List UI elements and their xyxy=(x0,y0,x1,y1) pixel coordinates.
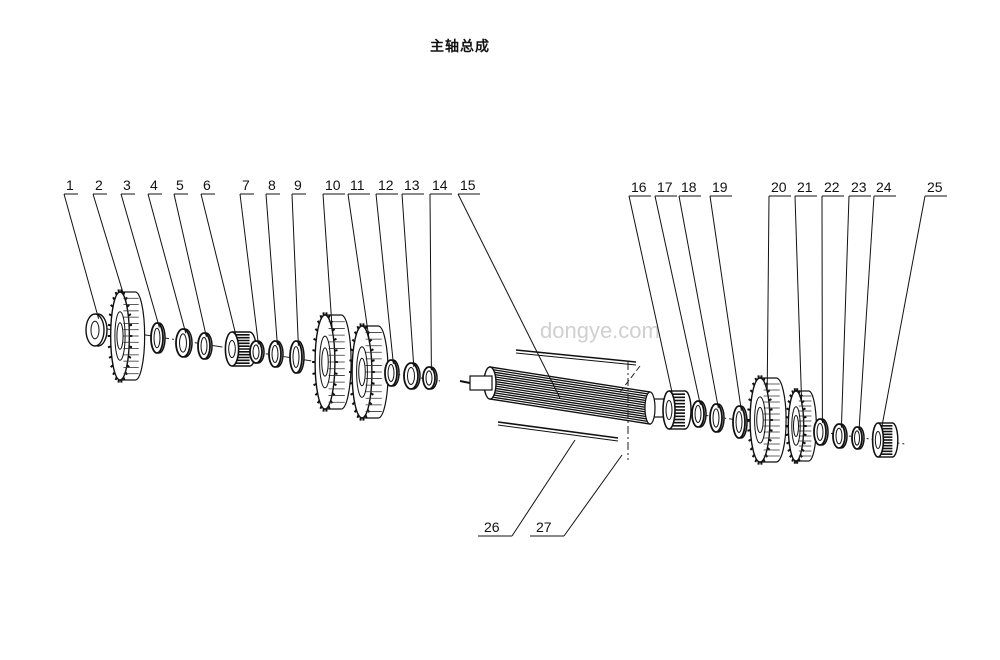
callout-label-24: 24 xyxy=(876,179,892,195)
callout-label-6: 6 xyxy=(203,177,211,193)
callout-label-10: 10 xyxy=(325,177,341,193)
part-25-bearing xyxy=(871,422,899,458)
callout-24: 24 xyxy=(858,179,896,431)
callout-label-20: 20 xyxy=(771,179,787,195)
callout-13: 13 xyxy=(401,177,424,367)
callout-label-14: 14 xyxy=(432,177,448,193)
callout-label-4: 4 xyxy=(150,177,158,193)
part-1-washer xyxy=(85,313,108,347)
callout-label-13: 13 xyxy=(404,177,420,193)
callout-label-18: 18 xyxy=(681,179,697,195)
callout-label-15: 15 xyxy=(460,177,476,193)
part-26-key xyxy=(515,349,637,366)
part-3-ring xyxy=(150,322,166,354)
callout-12: 12 xyxy=(375,177,398,364)
part-16-bearing xyxy=(662,390,692,430)
part-8-ring xyxy=(268,340,284,368)
callout-25: 25 xyxy=(881,179,947,429)
callout-6: 6 xyxy=(200,177,237,338)
callout-2: 2 xyxy=(92,177,128,306)
callout-23: 23 xyxy=(840,179,871,428)
part-15-shaft xyxy=(459,362,665,460)
callout-18: 18 xyxy=(678,179,719,409)
callout-label-27: 27 xyxy=(536,519,552,535)
callout-22: 22 xyxy=(821,179,844,423)
callout-label-5: 5 xyxy=(176,177,184,193)
part-11-gear xyxy=(349,323,389,421)
part-24-ring xyxy=(851,426,865,450)
callout-label-25: 25 xyxy=(927,179,943,195)
callout-label-21: 21 xyxy=(797,179,813,195)
callout-20: 20 xyxy=(766,179,791,391)
callout-10: 10 xyxy=(322,177,345,330)
callout-1: 1 xyxy=(63,177,100,319)
part-22-ring xyxy=(813,418,829,446)
part-5-ring xyxy=(197,332,213,360)
callout-label-9: 9 xyxy=(294,177,302,193)
callout-label-19: 19 xyxy=(712,179,728,195)
part-2-gear xyxy=(107,289,146,383)
callout-26: 26 xyxy=(478,439,576,537)
part-13-ring xyxy=(403,362,421,390)
watermark-text: dongye.com xyxy=(540,318,660,343)
callout-27: 27 xyxy=(530,454,623,537)
part-12-ring xyxy=(384,359,400,387)
part-20-gear xyxy=(747,375,787,465)
callout-label-12: 12 xyxy=(378,177,394,193)
callout-16: 16 xyxy=(628,179,674,397)
callout-label-8: 8 xyxy=(268,177,276,193)
part-14-ring xyxy=(422,366,438,390)
callout-14: 14 xyxy=(429,177,452,371)
part-6-bearing xyxy=(224,331,257,367)
callout-11: 11 xyxy=(347,177,370,340)
callout-4: 4 xyxy=(147,177,187,334)
part-27-key xyxy=(497,421,619,442)
part-21-gear xyxy=(785,388,817,464)
callout-7: 7 xyxy=(239,177,259,345)
part-10-gear xyxy=(312,312,352,412)
part-18-ring xyxy=(709,403,725,433)
callout-label-11: 11 xyxy=(350,177,365,193)
part-4-ring xyxy=(175,328,193,358)
part-19-ring xyxy=(732,405,748,439)
callout-label-22: 22 xyxy=(824,179,840,195)
diagram-title: 主轴总成 xyxy=(430,39,490,55)
part-17-ring xyxy=(691,400,707,428)
callout-label-17: 17 xyxy=(657,179,673,195)
callout-9: 9 xyxy=(291,177,306,346)
callout-label-3: 3 xyxy=(123,177,131,193)
callout-label-7: 7 xyxy=(242,177,250,193)
callout-label-16: 16 xyxy=(631,179,647,195)
callout-8: 8 xyxy=(265,177,280,345)
part-9-ring xyxy=(289,340,305,374)
callout-label-26: 26 xyxy=(484,519,500,535)
callout-label-2: 2 xyxy=(95,177,103,193)
callout-5: 5 xyxy=(173,177,207,338)
callout-17: 17 xyxy=(654,179,701,406)
callout-19: 19 xyxy=(709,179,742,411)
callout-3: 3 xyxy=(120,177,160,328)
part-7-ring xyxy=(249,340,265,364)
callout-label-1: 1 xyxy=(66,177,74,193)
part-23-ring xyxy=(832,423,848,449)
callout-21: 21 xyxy=(794,179,817,402)
callout-15: 15 xyxy=(457,177,561,399)
callout-label-23: 23 xyxy=(851,179,867,195)
